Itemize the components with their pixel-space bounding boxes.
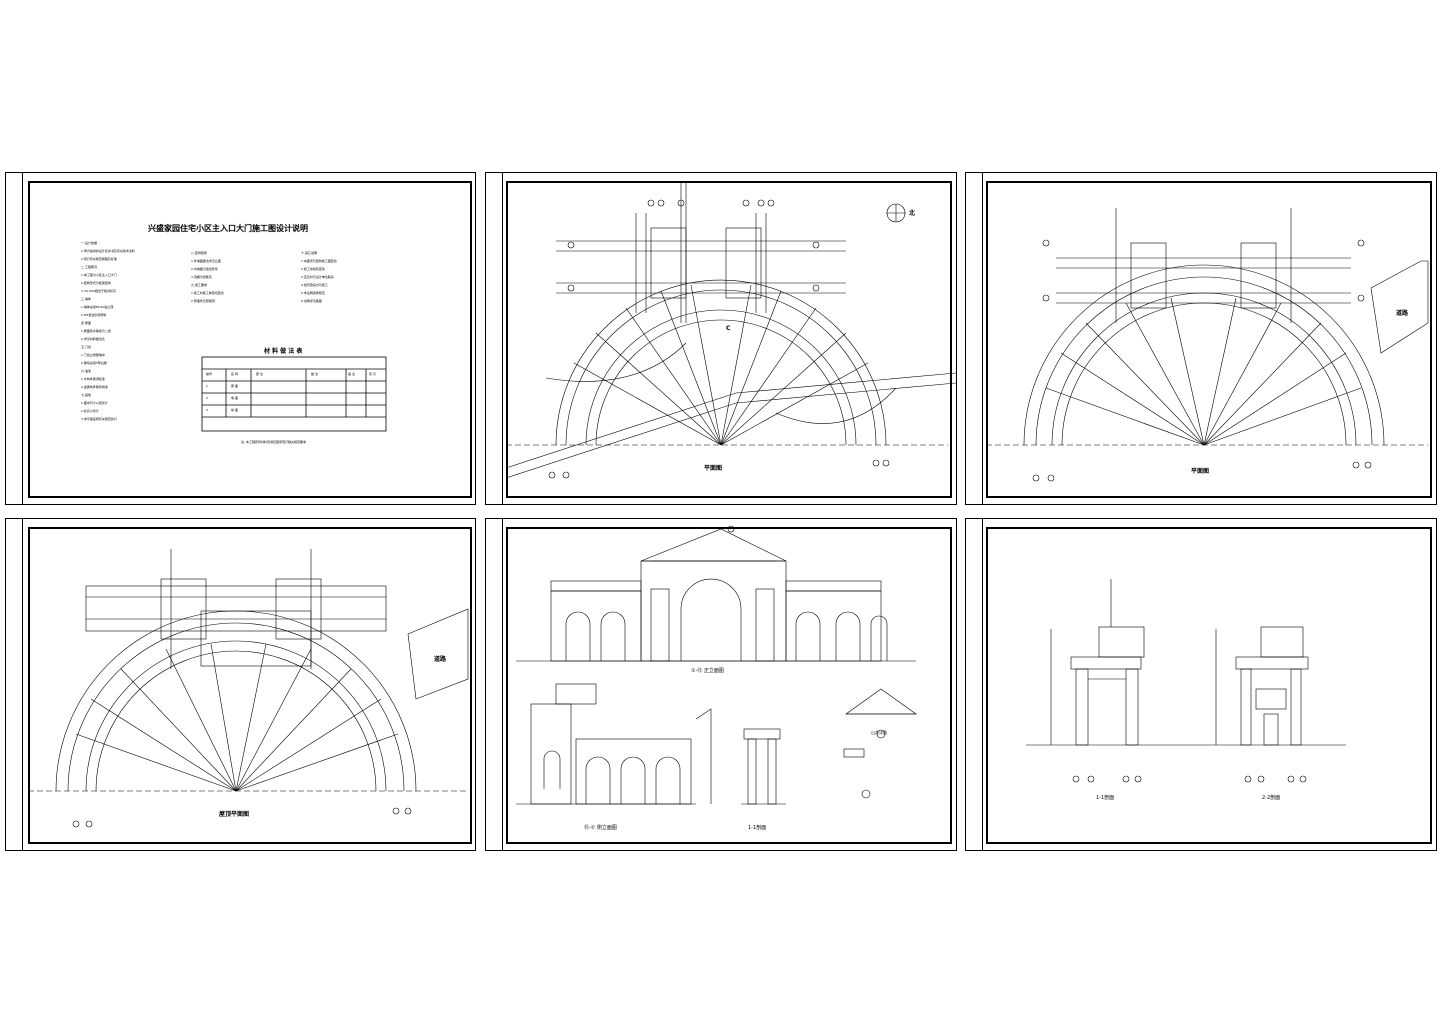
note-line: 六.油漆 (81, 369, 91, 373)
note-line: 3.未尽事宜按有关规范执行 (81, 417, 117, 421)
notes-column-1: 一.设计依据 1.甲方提供的设计任务书及有关技术资料 2.现行有关规范规程及标准二.… (81, 239, 191, 423)
site-plan-drawing (505, 183, 956, 479)
note-line: 2.预埋件及预留洞 (191, 299, 215, 303)
title-strip (486, 519, 503, 850)
note-line: 九.施工要求 (191, 283, 207, 287)
floor-plan-drawing (986, 208, 1429, 482)
table-cell: 3 (206, 408, 208, 412)
drawing-sheet-5[interactable]: ①-⑮ 正立面图 ⑮-① 侧立面图 1-1剖面 山花详图 (485, 518, 957, 851)
notes-column-3: 十.其它说明 1.本图须与结构施工图配合 2.施工中如有变动 3.应及时与设计单位联系… (301, 249, 391, 305)
note-line: 2.M5混合砂浆砌筑 (81, 313, 107, 317)
note-line: 1.本图须与结构施工图配合 (301, 259, 337, 263)
note-line: 七.其他 (81, 393, 91, 397)
plan-caption: 平面图 (704, 465, 723, 472)
note-line: 2.玻璃采用5厚白玻 (81, 361, 107, 365)
table-header-cell: 部 位 (256, 372, 263, 376)
note-line: 1.施工时各工种密切配合 (191, 291, 224, 295)
note-line: 2.现行有关规范规程及标准 (81, 257, 117, 261)
note-line: 二.工程概况 (81, 265, 97, 269)
table-header-cell: 做 法 (311, 372, 318, 376)
title-strip (6, 173, 23, 504)
note-line: 一.设计依据 (81, 241, 97, 245)
table-cell: 地 面 (231, 408, 238, 412)
section-2-caption: 2-2剖面 (1262, 795, 1281, 801)
note-line: 3.顶棚为纸筋灰 (191, 275, 212, 279)
side-elevation-caption: ⑮-① 侧立面图 (584, 825, 617, 831)
drawing-sheet-2[interactable]: 北 C 平面图 (485, 172, 957, 505)
note-line: 3.±0.000相当于绝对标高 (81, 289, 116, 293)
title-strip (6, 519, 23, 850)
note-line: 1.图中尺寸以毫米计 (81, 401, 108, 405)
section-caption: 1-1剖面 (748, 825, 767, 831)
materials-table-title: 材 料 做 法 表 (264, 348, 303, 355)
note-line: 3.应及时与设计单位联系 (301, 275, 334, 279)
section-marker-c: C (726, 325, 731, 332)
drawing-sheet-1[interactable]: 兴盛家园住宅小区主入口大门施工图设计说明 一.设计依据 1.甲方提供的设计任务书及… (5, 172, 476, 505)
note-line: 2.详见材料做法表 (81, 337, 105, 341)
table-header-cell: 名 称 (231, 372, 238, 376)
table-cell: 屋 面 (231, 384, 238, 388)
road-label: 道路 (434, 656, 447, 663)
note-line: 2.标高以米计 (81, 409, 99, 413)
front-elevation-caption: ①-⑮ 正立面图 (691, 668, 724, 674)
note-line: 1.甲方提供的设计任务书及有关技术资料 (81, 249, 135, 253)
drawing-border (506, 181, 952, 498)
note-line: 1.屋面防水等级为二级 (81, 329, 111, 333)
title-strip (486, 173, 503, 504)
note-line: 三.墙体 (81, 297, 91, 301)
note-line: 四.屋面 (81, 321, 91, 325)
note-line: 1.墙体采用MU10粘土砖 (81, 305, 114, 309)
note-line: 4.经同意后方可施工 (301, 283, 328, 287)
road-label: 道路 (1396, 310, 1409, 317)
drawing-sheet-3[interactable]: 道路 平面图 (965, 172, 1437, 505)
note-line: 1.外墙面做法详见立面 (191, 259, 221, 263)
drawing-sheet-6[interactable]: 1-1剖面 2-2剖面 (965, 518, 1437, 851)
note-line: 2.内墙面为混合砂浆 (191, 267, 218, 271)
table-footnote: 注: 本工程所有材料须满足国家现行相关规范要求 (241, 440, 306, 444)
note-line: 2.施工中如有变动 (301, 267, 325, 271)
note-line: 1.本工程为小区主入口大门 (81, 273, 117, 277)
note-line: 6.说明详见各图 (301, 299, 322, 303)
note-line: 5.未注明者按规范 (301, 291, 325, 295)
section-1-caption: 1-1剖面 (1096, 795, 1115, 801)
north-label: 北 (909, 210, 916, 217)
note-line: 1.木构件刷调和漆 (81, 377, 105, 381)
note-line: 2.结构形式为框架结构 (81, 281, 111, 285)
note-line: 1.门窗立樘居墙中 (81, 353, 105, 357)
plan-caption: 平面图 (1191, 468, 1210, 475)
sheet-title: 兴盛家园住宅小区主入口大门施工图设计说明 (148, 224, 308, 233)
detail-caption: 山花详图 (871, 730, 887, 735)
table-header-cell: 索 引 (369, 372, 376, 376)
title-strip (966, 173, 983, 504)
drawing-border (986, 181, 1432, 498)
table-header-cell: 备 注 (348, 372, 355, 376)
drawing-border (506, 527, 952, 844)
table-header-cell: 编号 (206, 372, 213, 376)
roof-plan-drawing (28, 549, 469, 828)
note-line: 十.其它说明 (301, 251, 317, 255)
title-strip (966, 519, 983, 850)
drawing-border (986, 527, 1432, 844)
drawing-border (28, 181, 472, 498)
note-line: 八.装饰装修 (191, 251, 207, 255)
elevation-drawing (516, 525, 917, 805)
note-line: 五.门窗 (81, 345, 91, 349)
table-cell: 墙 面 (231, 396, 238, 400)
table-cell: 2 (206, 396, 208, 400)
materials-table (201, 356, 387, 432)
notes-column-2: 八.装饰装修 1.外墙面做法详见立面 2.内墙面为混合砂浆 3.顶棚为纸筋灰九.施工要… (191, 249, 281, 305)
section-drawing (1026, 579, 1346, 783)
drawing-border (28, 527, 472, 844)
note-line: 2.金属构件刷防锈漆 (81, 385, 108, 389)
table-cell: 1 (206, 384, 208, 388)
drawing-sheet-4[interactable]: 道路 屋顶平面图 (5, 518, 476, 851)
plan-caption: 屋顶平面图 (219, 811, 250, 818)
